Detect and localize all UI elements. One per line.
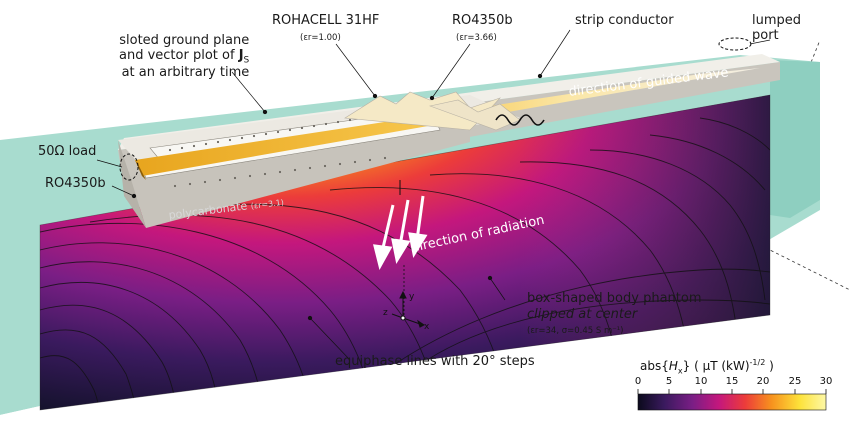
colorbar-title: abs{Hx} ( μT (kW)-1/2 ) [640,358,774,376]
label-equiphase: equiphase lines with 20° steps [335,354,535,369]
colorbar-ticks [637,389,827,394]
axis-label-z: z [383,308,388,318]
label-ro4350b-left: RO4350b [45,176,106,191]
colorbar-tick: 30 [819,376,833,387]
label-lumped-port: lumped port [752,13,802,43]
coordinate-axes [391,290,425,328]
label-strip-conductor: strip conductor [575,13,674,28]
colorbar-tick: 10 [694,376,708,387]
colorbar-tick: 25 [788,376,802,387]
colorbar-gradient [637,393,827,411]
label-phantom-clipped: clipped at center [527,307,638,322]
rohacell-layer [344,91,501,131]
antenna-structure [118,37,780,228]
phantom-right-face [770,60,820,218]
label-rohacell-eps: (εr=1.00) [300,33,341,43]
axis-label-y: y [409,292,415,302]
colorbar-tick: 5 [665,376,673,387]
leader-lines [96,29,771,361]
load-marker [119,153,139,181]
label-ro4350b-top-eps: (εr=3.66) [456,33,497,43]
radiation-arrows [373,195,428,271]
label-load: 50Ω load [38,144,97,159]
label-ro4350b-top: RO4350b [452,13,513,28]
colorbar-tick: 0 [634,376,642,387]
label-phantom-eps: (εr=34, σ=0.45 S m⁻¹) [527,326,624,336]
guided-wave-symbol [495,114,545,126]
label-sloted-ground-plane: sloted ground plane and vector plot of J… [119,33,250,80]
label-rohacell: ROHACELL 31HF [272,13,380,28]
colorbar-tick: 15 [725,376,739,387]
ro4350b-layer [428,99,521,131]
label-phantom: box-shaped body phantom [527,291,702,306]
axis-label-x: x [424,322,430,332]
colorbar-tick: 20 [756,376,770,387]
